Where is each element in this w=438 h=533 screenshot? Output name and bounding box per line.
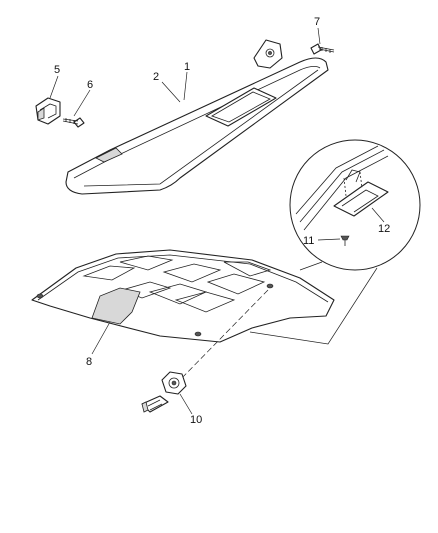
leader-7 xyxy=(317,27,321,45)
leader-10 xyxy=(179,393,193,415)
callout-8: 8 xyxy=(86,356,92,368)
visor-clip-5 xyxy=(35,97,61,125)
leader-8 xyxy=(91,321,111,355)
screw-6 xyxy=(62,117,85,128)
screw-7 xyxy=(310,43,335,55)
headliner xyxy=(31,249,335,343)
leader-1 xyxy=(183,71,188,101)
detail-pointer xyxy=(249,261,378,345)
leader-11 xyxy=(317,238,341,241)
fastener-10 xyxy=(141,371,187,413)
fastener-dash-line xyxy=(177,289,269,383)
visor-pivot-bracket xyxy=(253,39,283,69)
callout-1: 1 xyxy=(184,61,190,73)
sun-visor xyxy=(65,51,329,195)
leader-6 xyxy=(73,89,91,117)
callout-2: 2 xyxy=(153,71,159,83)
callout-10: 10 xyxy=(190,414,202,426)
callout-11: 11 xyxy=(303,235,314,247)
callout-6: 6 xyxy=(87,79,93,91)
detail-circle xyxy=(289,139,421,271)
leader-2 xyxy=(161,81,181,103)
leader-5 xyxy=(49,75,59,99)
callout-7: 7 xyxy=(314,16,320,28)
callout-5: 5 xyxy=(54,64,60,76)
leader-12 xyxy=(371,207,385,223)
callout-12: 12 xyxy=(378,223,390,235)
